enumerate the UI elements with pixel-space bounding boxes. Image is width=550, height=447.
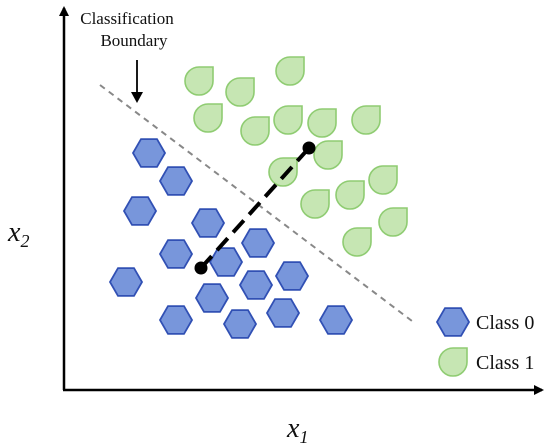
class-0-hexagon: [318, 305, 354, 335]
class-0-hexagon: [238, 270, 274, 300]
class-0-hexagon: [158, 239, 194, 269]
legend-class-1-swatch: [438, 347, 468, 377]
class-1-drop: [184, 66, 214, 96]
boundary-annotation-line2: Boundary: [100, 31, 168, 50]
class-1-drop: [313, 140, 343, 170]
class-0-hexagon: [240, 228, 276, 258]
class-1-drop: [335, 180, 365, 210]
x-axis-var: x: [286, 413, 300, 444]
class-0-hexagon: [190, 208, 226, 238]
y-axis-label: x2: [7, 217, 29, 251]
class-0-hexagon: [122, 196, 158, 226]
legend-hexagon-icon: [435, 307, 471, 337]
y-axis-var: x: [7, 217, 21, 248]
legend-class-0-swatch: [435, 307, 471, 337]
support-vector-class1-dot: [302, 141, 316, 155]
support-vector-class0-dot: [194, 261, 208, 275]
class-1-drop: [378, 207, 408, 237]
class-1-drop: [268, 157, 298, 187]
class-1-drop: [307, 108, 337, 138]
class-1-drop: [300, 189, 330, 219]
class-1-drop: [273, 105, 303, 135]
legend-class-1-label: Class 1: [476, 352, 534, 374]
class-1-drop: [193, 103, 223, 133]
class-0-hexagon: [158, 166, 194, 196]
class-0-hexagon: [265, 298, 301, 328]
class-1-drop: [275, 56, 305, 86]
x-axis-subscript: 1: [299, 427, 308, 447]
class-1-drop: [368, 165, 398, 195]
class-0-hexagon: [274, 261, 310, 291]
boundary-annotation-line1: Classification: [80, 9, 174, 28]
class-1-drop: [225, 77, 255, 107]
y-axis-subscript: 2: [20, 231, 29, 251]
class-1-drop: [351, 105, 381, 135]
x-axis-label: x1: [286, 413, 308, 447]
legend: Class 0 Class 1: [435, 307, 534, 377]
margin-distance-line: [199, 146, 311, 270]
legend-class-0-label: Class 0: [476, 312, 534, 334]
class-0-hexagon: [131, 138, 167, 168]
class-0-hexagon: [208, 247, 244, 277]
class-0-hexagon: [194, 283, 230, 313]
class-1-drop: [342, 227, 372, 257]
class-0-hexagon: [158, 305, 194, 335]
annotation-arrowhead: [131, 92, 143, 103]
class-0-hexagon: [222, 309, 258, 339]
class-0-hexagon: [108, 267, 144, 297]
class-1-drop: [240, 116, 270, 146]
legend-drop-icon: [438, 347, 468, 377]
class-1-points: [184, 56, 408, 257]
class-0-points: [108, 138, 354, 339]
